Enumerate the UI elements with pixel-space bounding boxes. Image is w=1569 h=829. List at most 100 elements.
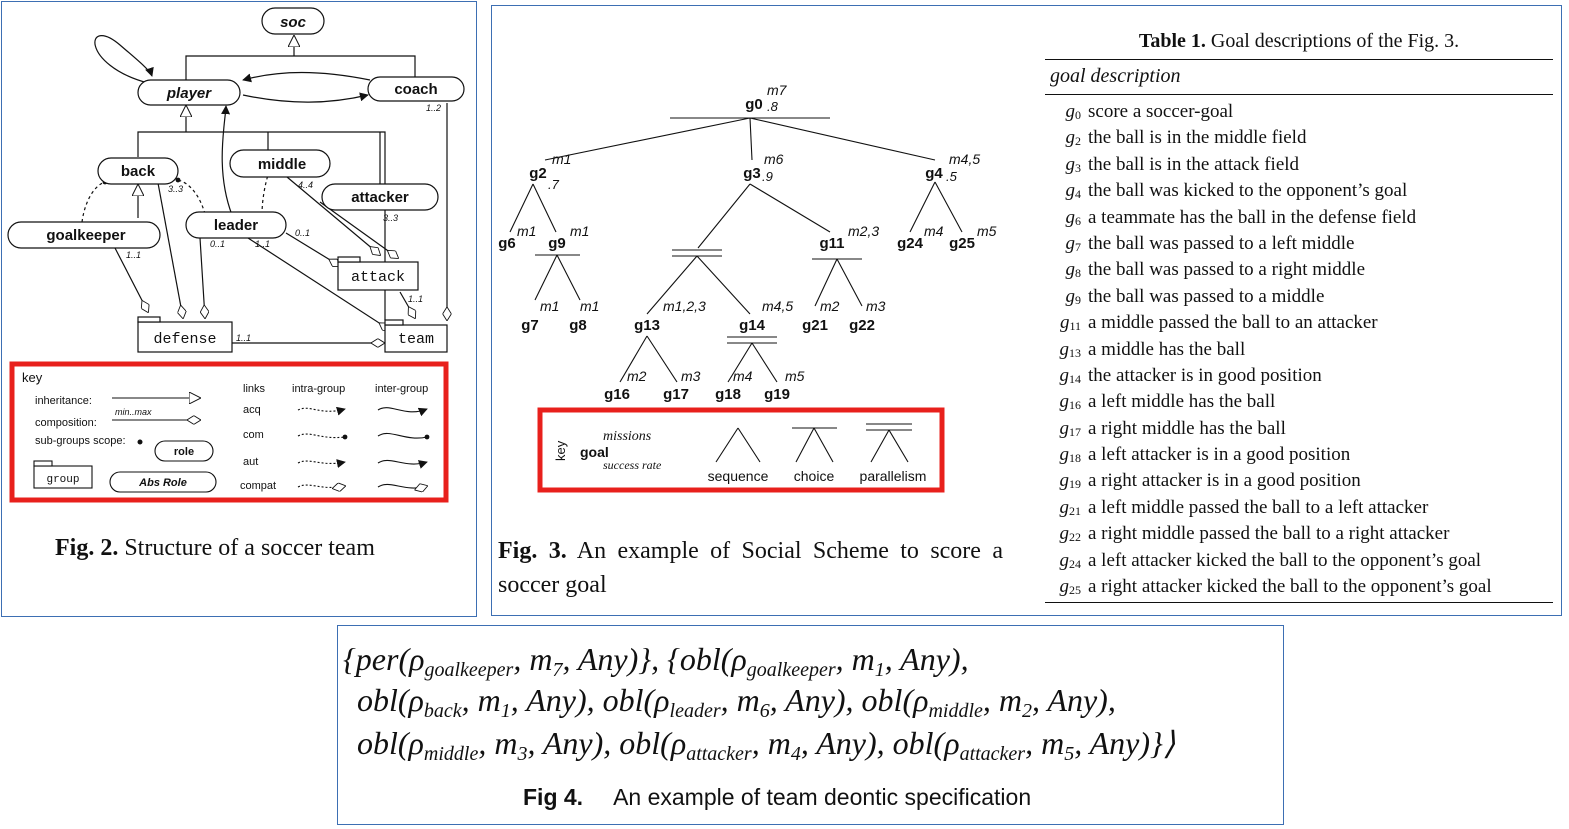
goal-description-table: Table 1. Goal descriptions of the Fig. 3… xyxy=(1045,30,1553,604)
card-attacker: 3..3 xyxy=(383,213,398,223)
table-row: g19 a right attacker is in a good positio… xyxy=(1045,468,1553,494)
equation-text: , m xyxy=(751,725,791,761)
node-g4: g4 xyxy=(925,165,943,182)
table-row: g7 the ball was passed to a left middle xyxy=(1045,231,1553,257)
goal-id: g22 xyxy=(1059,523,1082,545)
goal-id: g7 xyxy=(1065,232,1082,254)
goal-description: a right middle has the ball xyxy=(1088,417,1286,439)
equation-subscript: 2 xyxy=(1022,700,1032,722)
card-goalkeeper: 1..1 xyxy=(126,250,141,260)
equation-text: , Any), obl(ρ xyxy=(527,725,687,761)
node-g11: g11 xyxy=(819,235,844,252)
equation-subscript: 5 xyxy=(1064,743,1075,765)
mission-g3: m6 xyxy=(764,151,784,167)
equation-text: , Any), xyxy=(884,641,969,677)
key-links: links xyxy=(243,383,266,395)
rate-g0: .8 xyxy=(767,99,779,114)
goal-id: g13 xyxy=(1059,338,1082,360)
equation-subscript: attacker xyxy=(686,743,752,765)
equation-text: , m xyxy=(720,682,760,718)
key-subgroups: sub-groups scope: xyxy=(35,435,126,447)
table-title: Table 1. Goal descriptions of the Fig. 3… xyxy=(1138,30,1460,52)
goal-description: the ball was passed to a middle xyxy=(1088,285,1325,307)
goal-description: a left attacker kicked the ball to the o… xyxy=(1088,549,1482,571)
goal-description: a right attacker kicked the ball to the … xyxy=(1088,576,1492,598)
node-g2: g2 xyxy=(529,165,547,182)
goal-description: a right attacker is in a good position xyxy=(1088,470,1361,492)
fig4-panel xyxy=(337,625,1284,825)
equation-text: , Any), obl(ρ xyxy=(769,682,929,718)
key-aut: aut xyxy=(243,456,258,468)
table-header: goal description xyxy=(1050,65,1181,87)
fig3-key-rate: success rate xyxy=(603,458,662,472)
fig3-key-sequence: sequence xyxy=(708,468,769,484)
goal-description: the attacker is in good position xyxy=(1088,364,1322,386)
mission-g19: m5 xyxy=(785,368,805,384)
node-g9: g9 xyxy=(548,235,566,252)
mission-g0: m7 xyxy=(767,82,788,98)
equation-text: , Any), obl(ρ xyxy=(510,682,670,718)
equation-subscript: 1 xyxy=(500,700,511,722)
role-soc: soc xyxy=(280,14,307,31)
node-g16: g16 xyxy=(604,386,630,403)
node-g17: g17 xyxy=(663,386,689,403)
key-minmax: min..max xyxy=(115,407,152,417)
role-back: back xyxy=(121,163,156,180)
key-com: com xyxy=(243,429,264,441)
goal-description: the ball was passed to a left middle xyxy=(1088,232,1355,254)
card-leader-c: 0..1 xyxy=(295,228,310,238)
card-middle: 4..4 xyxy=(298,180,313,190)
role-coach: coach xyxy=(394,81,437,98)
equation-text: , m xyxy=(478,725,518,761)
goal-description: a middle has the ball xyxy=(1088,338,1246,360)
goal-id: g24 xyxy=(1059,549,1082,571)
fig3-panel xyxy=(491,5,1562,616)
equation-subscript: 3 xyxy=(517,743,528,765)
goal-id: g9 xyxy=(1065,285,1082,307)
equation-text: , m xyxy=(513,641,553,677)
goal-description: the ball is in the attack field xyxy=(1088,153,1300,175)
rate-g4: .5 xyxy=(946,169,958,184)
mission-g24: m4 xyxy=(924,223,944,239)
node-g25: g25 xyxy=(949,235,975,252)
fig3-key-title: key xyxy=(553,440,568,461)
equation-subscript: goalkeeper xyxy=(424,659,514,681)
equation-text: {per(ρ xyxy=(343,641,425,677)
equation-text: , m xyxy=(1025,725,1065,761)
equation-subscript: 7 xyxy=(552,659,563,681)
deontic-line-2: obl(ρback, m1, Any), obl(ρleader, m6, An… xyxy=(357,682,1116,723)
goal-id: g18 xyxy=(1059,444,1082,466)
goal-id: g16 xyxy=(1059,391,1082,413)
fig4-caption: Fig 4.An example of team deontic specifi… xyxy=(523,784,1032,810)
fig3-key-goal: goal xyxy=(580,444,609,460)
mission-g2: m1 xyxy=(552,151,571,167)
equation-subscript: 4 xyxy=(790,743,801,765)
goal-id: g11 xyxy=(1059,312,1081,334)
equation-text: , m xyxy=(982,682,1022,718)
key-group: group xyxy=(46,474,79,486)
goal-id: g19 xyxy=(1059,470,1082,492)
goal-description: a left middle passed the ball to a left … xyxy=(1088,496,1429,518)
card-attack-team: 1..1 xyxy=(408,294,423,304)
equation-subscript: back xyxy=(423,700,462,722)
mission-g9: m1 xyxy=(570,223,589,239)
card-leader-a: 0..1 xyxy=(210,239,225,249)
goal-description: the ball is in the middle field xyxy=(1088,127,1307,149)
role-player: player xyxy=(166,85,212,102)
node-g18: g18 xyxy=(715,386,741,403)
equation-subscript: 1 xyxy=(874,659,885,681)
goal-id: g0 xyxy=(1065,101,1082,122)
fig2-caption: Fig. 2. Structure of a soccer team xyxy=(55,535,375,561)
fig2-panel xyxy=(1,1,477,617)
equation-subscript: goalkeeper xyxy=(746,659,836,681)
equation-subscript: 6 xyxy=(759,700,770,722)
deontic-line-1: {per(ρgoalkeeper, m7, Any)}, {obl(ρgoalk… xyxy=(343,641,969,682)
mission-g11: m2,3 xyxy=(848,223,879,239)
